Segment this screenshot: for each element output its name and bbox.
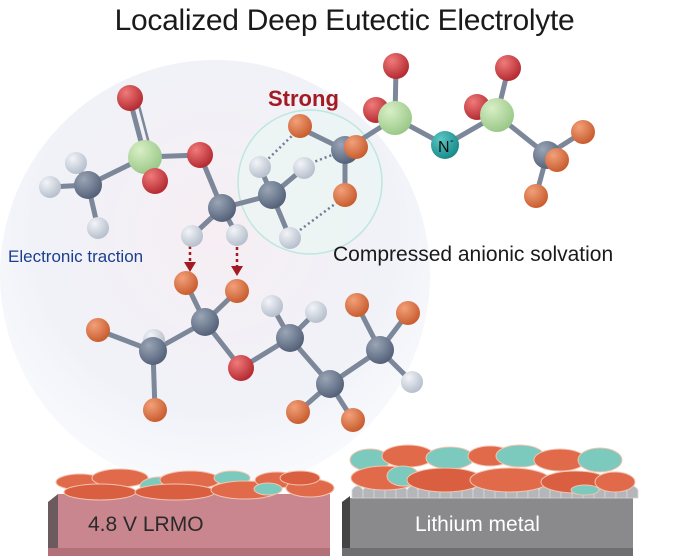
sulfur-atom xyxy=(128,140,162,174)
oxygen-atom xyxy=(187,142,213,168)
fluorine-atom xyxy=(344,135,368,159)
cathode-electrode xyxy=(48,468,335,556)
hydrogen-atom xyxy=(279,227,301,249)
arrow-down-icon xyxy=(231,266,243,276)
fluorine-atom xyxy=(545,148,569,172)
fluorine-atom xyxy=(286,400,310,424)
sulfur-atom xyxy=(480,98,514,132)
atoms xyxy=(39,53,595,432)
traction-arrows xyxy=(184,246,243,276)
fluorine-atom xyxy=(571,120,595,144)
hydrogen-atom xyxy=(249,156,271,178)
anode-electrode xyxy=(342,444,639,556)
fluorine-atom xyxy=(143,398,167,422)
hydrogen-atom xyxy=(293,157,315,179)
fluorine-atom xyxy=(341,408,365,432)
fluorine-atom xyxy=(396,301,420,325)
hydrogen-atom xyxy=(226,224,248,246)
carbon-atom xyxy=(276,324,304,352)
carbon-atom xyxy=(208,194,236,222)
carbon-atom xyxy=(258,181,286,209)
dendrite-bump xyxy=(351,485,364,499)
nitrogen-charge: - xyxy=(450,135,454,147)
fluorine-atom xyxy=(225,279,249,303)
carbon-atom xyxy=(366,336,394,364)
oxygen-atom xyxy=(495,55,521,81)
compressed-solvation-label: Compressed anionic solvation xyxy=(333,243,614,266)
fluorine-atom xyxy=(174,271,198,295)
hydrogen-atom xyxy=(39,176,61,198)
hydrogen-atom xyxy=(305,301,327,323)
fluorine-atom xyxy=(524,184,548,208)
fluorine-atom xyxy=(288,114,312,138)
hydrogen-atom xyxy=(181,225,203,247)
cathode-sei-layer xyxy=(55,468,335,501)
diagram-title: Localized Deep Eutectic Electrolyte xyxy=(114,4,575,37)
cathode-label: 4.8 V LRMO xyxy=(88,513,204,536)
oxygen-atom xyxy=(142,168,168,194)
oxygen-atom xyxy=(228,355,254,381)
oxygen-atom xyxy=(117,85,143,111)
arrow-down-icon xyxy=(184,262,196,272)
anode-label: Lithium metal xyxy=(415,513,540,536)
hydrogen-atom xyxy=(87,217,109,239)
carbon-atom xyxy=(74,171,102,199)
fluorine-atom xyxy=(333,183,357,207)
background-glow xyxy=(0,60,430,490)
hydrogen-atom xyxy=(401,371,423,393)
sulfur-atom xyxy=(378,101,412,135)
carbon-atom xyxy=(316,370,344,398)
anode-sei-layer xyxy=(349,444,636,496)
strong-interaction-label: Strong xyxy=(268,86,339,111)
fluorine-atom xyxy=(345,293,369,317)
oxygen-atom xyxy=(383,53,409,79)
carbon-atom xyxy=(139,337,167,365)
carbon-atom xyxy=(191,308,219,336)
nitrogen-label: N xyxy=(438,139,450,156)
hydrogen-atom xyxy=(261,295,283,317)
electronic-traction-label: Electronic traction xyxy=(8,247,144,266)
fluorine-atom xyxy=(86,318,110,342)
hydrogen-atom xyxy=(65,152,87,174)
nitrogen-atom xyxy=(431,131,459,159)
